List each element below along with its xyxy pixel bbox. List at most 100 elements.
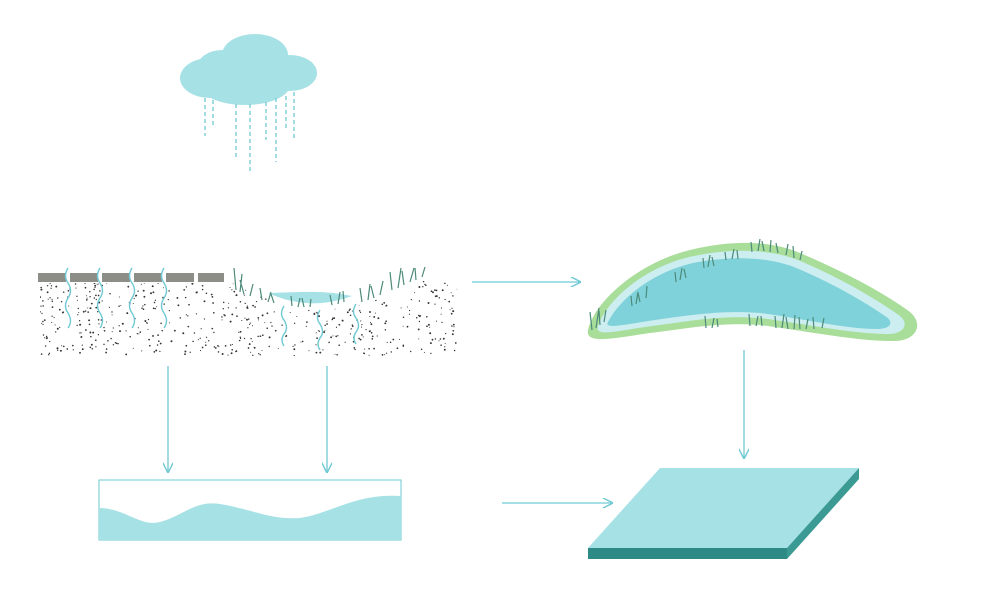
soil-dot [252, 282, 254, 284]
soil-dot [382, 354, 384, 356]
soil-dot [316, 337, 318, 339]
soil-dot [152, 335, 154, 337]
soil-dot [228, 307, 229, 308]
soil-dot [52, 301, 54, 303]
soil-dot [362, 300, 363, 301]
soil-dot [378, 274, 380, 276]
soil-dot [258, 319, 259, 320]
soil-dot [267, 312, 269, 314]
soil-dot [211, 294, 213, 296]
soil-dot [269, 280, 270, 281]
soil-dot [365, 275, 366, 276]
soil-dot [294, 323, 295, 324]
soil-dot [152, 270, 153, 271]
soil-dot [431, 290, 433, 292]
soil-dot [377, 317, 379, 319]
soil-dot [230, 321, 232, 323]
soil-dot [344, 278, 345, 279]
soil-dot [429, 327, 430, 328]
soil-dot [438, 340, 439, 341]
soil-dot [61, 301, 62, 302]
soil-dot [275, 330, 277, 332]
soil-dot [410, 351, 411, 352]
soil-dot [68, 290, 70, 292]
soil-dot [135, 295, 136, 296]
soil-dot [453, 326, 454, 327]
soil-dot [129, 336, 131, 338]
soil-dot [294, 355, 296, 357]
soil-dot [355, 299, 357, 301]
soil-dot [202, 285, 204, 287]
soil-dot [244, 282, 246, 284]
soil-dot [441, 322, 442, 323]
soil-dot [241, 270, 242, 271]
soil-dot [252, 355, 253, 356]
soil-dot [147, 329, 148, 330]
soil-dot [369, 355, 370, 356]
soil-dot [155, 350, 157, 352]
soil-dot [143, 290, 145, 292]
soil-dot [364, 353, 365, 354]
soil-dot [337, 275, 338, 276]
soil-dot [168, 299, 169, 300]
soil-dot [375, 313, 376, 314]
soil-dot [321, 274, 323, 276]
soil-dot [355, 278, 356, 279]
soil-dot [116, 342, 118, 344]
soil-dot [178, 272, 179, 273]
soil-dot [177, 304, 179, 306]
soil-dot [91, 303, 93, 305]
soil-dot [50, 288, 51, 289]
soil-dot [276, 285, 278, 287]
soil-dot [375, 299, 377, 301]
soil-dot [451, 292, 452, 293]
soil-dot [141, 350, 142, 351]
soil-dot [358, 295, 359, 296]
soil-dot [430, 342, 432, 344]
soil-dot [95, 270, 97, 272]
soil-dot [419, 315, 421, 317]
soil-dot [308, 310, 309, 311]
soil-dot [409, 310, 410, 311]
soil-dot [46, 336, 47, 337]
soil-dot [300, 341, 301, 342]
soil-dot [106, 282, 107, 283]
soil-dot [366, 289, 368, 291]
soil-dot [414, 292, 415, 293]
soil-dot [192, 341, 194, 343]
soil-dot [436, 290, 438, 292]
soil-dot [202, 289, 204, 291]
soil-dot [148, 319, 149, 320]
soil-dot [119, 296, 120, 297]
soil-dot [271, 325, 272, 326]
soil-dot [416, 317, 418, 319]
soil-dot [228, 277, 229, 278]
soil-dot [185, 297, 186, 298]
soil-dot [335, 354, 336, 355]
soil-dot [150, 292, 152, 294]
soil-dot [252, 305, 254, 307]
soil-dot [347, 311, 349, 313]
soil-dot [86, 299, 88, 301]
soil-dot [96, 299, 97, 300]
soil-dot [290, 270, 291, 271]
soil-dot [83, 271, 84, 272]
soil-dot [444, 346, 445, 347]
soil-dot [245, 289, 247, 291]
soil-dot [122, 323, 124, 325]
soil-dot [432, 339, 434, 341]
soil-dot [89, 291, 90, 292]
soil-dot [235, 307, 236, 308]
soil-dot [278, 348, 279, 349]
soil-dot [87, 298, 88, 299]
soil-dot [290, 286, 292, 288]
soil-dot [383, 302, 385, 304]
soil-dot [95, 346, 96, 347]
soil-dot [202, 347, 204, 349]
soil-dot [134, 298, 135, 299]
soil-dot [244, 295, 245, 296]
soil-dot [182, 332, 184, 334]
soil-dot [385, 320, 387, 322]
soil-dot [152, 291, 154, 293]
soil-dot [369, 330, 371, 332]
